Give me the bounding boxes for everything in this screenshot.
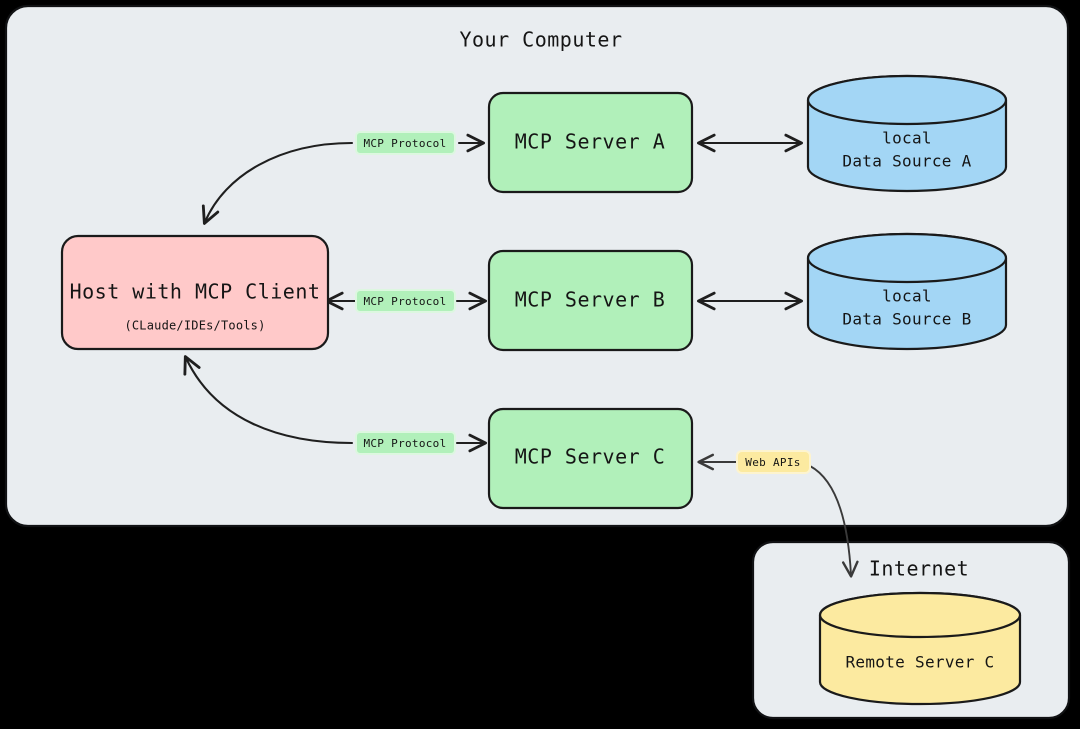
panel-your-computer-border: [4, 4, 1070, 528]
edge-label-web-apis[interactable]: Web APIs: [736, 450, 811, 474]
node-data-source-b-line1: local: [882, 287, 932, 306]
node-data-source-b[interactable]: local Data Source B: [806, 232, 1008, 351]
edge-label-protocol-c-text: MCP Protocol: [363, 437, 446, 450]
node-mcp-server-c[interactable]: MCP Server C: [487, 407, 694, 510]
edge-label-web-apis-bg[interactable]: [736, 450, 811, 474]
edge-label-protocol-c-bg[interactable]: [355, 431, 456, 455]
edge-label-web-apis-text: Web APIs: [745, 456, 800, 469]
node-data-source-a[interactable]: local Data Source A: [806, 74, 1008, 193]
node-host-title: Host with MCP Client: [70, 280, 321, 304]
node-remote-server-c[interactable]: Remote Server C: [818, 591, 1022, 706]
edge-host-server-c: [183, 355, 487, 453]
panel-internet-border: [751, 540, 1071, 720]
node-data-source-a-line2: Data Source A: [842, 152, 971, 171]
edge-label-protocol-b-text: MCP Protocol: [363, 295, 446, 308]
edge-host-server-a-curve: [201, 141, 354, 225]
node-mcp-server-c-body[interactable]: [487, 407, 694, 510]
edge-web-apis-to-internet: [809, 465, 859, 578]
node-host[interactable]: Host with MCP Client (CLaude/IDEs/Tools): [60, 234, 330, 351]
edge-server-c-remote: [697, 453, 859, 578]
node-data-source-a-line1: local: [882, 129, 932, 148]
node-mcp-server-b-body[interactable]: [487, 249, 694, 352]
node-mcp-server-b[interactable]: MCP Server B: [487, 249, 694, 352]
edge-label-protocol-a[interactable]: MCP Protocol: [355, 131, 456, 155]
node-data-source-b-top: [806, 232, 1008, 284]
node-mcp-server-a-body[interactable]: [487, 91, 694, 194]
edge-label-protocol-c[interactable]: MCP Protocol: [355, 431, 456, 455]
edge-host-server-a: [201, 133, 485, 225]
node-mcp-server-a-label: MCP Server A: [515, 130, 666, 154]
edge-label-protocol-a-bg[interactable]: [355, 131, 456, 155]
node-host-body[interactable]: [60, 234, 330, 351]
node-remote-server-c-top: [818, 591, 1022, 639]
node-remote-server-c-label: Remote Server C: [846, 653, 995, 672]
edge-label-protocol-a-text: MCP Protocol: [363, 137, 446, 150]
node-mcp-server-c-label: MCP Server C: [515, 445, 666, 469]
node-data-source-a-top: [806, 74, 1008, 126]
node-mcp-server-b-label: MCP Server B: [515, 288, 666, 312]
edge-label-protocol-b-bg[interactable]: [355, 289, 456, 313]
node-mcp-server-a[interactable]: MCP Server A: [487, 91, 694, 194]
node-host-subtitle: (CLaude/IDEs/Tools): [124, 319, 265, 333]
node-data-source-b-line2: Data Source B: [842, 310, 971, 329]
edge-label-protocol-b[interactable]: MCP Protocol: [355, 289, 456, 313]
panel-your-computer-title: Your Computer: [459, 28, 622, 52]
panel-internet-title: Internet: [869, 557, 969, 581]
edge-host-server-c-curve: [183, 355, 354, 445]
